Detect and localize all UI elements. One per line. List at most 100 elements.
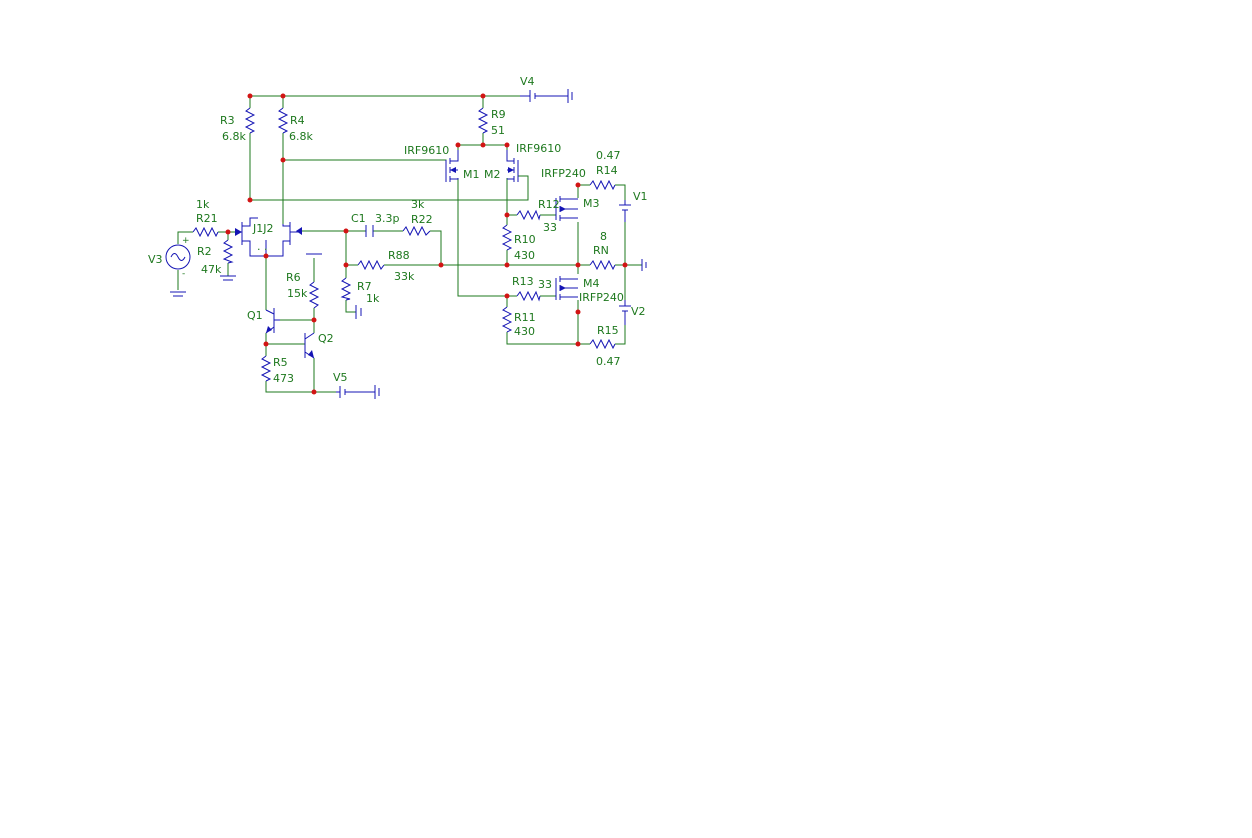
transistor-q1-symbol: [265, 308, 280, 334]
r2-name-label: R2: [197, 245, 212, 258]
c1-value-label: 3.3p: [375, 212, 399, 225]
q1-name-label: Q1: [247, 309, 263, 322]
v3-minus-label: -: [182, 269, 185, 279]
resistor-r15-symbol: [589, 338, 616, 350]
resistor-r21-symbol: [192, 226, 219, 238]
jfet-j1j2-symbol: [241, 217, 291, 257]
r88-name-label: R88: [388, 249, 410, 262]
junction: [343, 262, 349, 268]
r15-value-label: 0.47: [596, 355, 621, 368]
r9-value-label: 51: [491, 124, 505, 137]
transistor-q1-arrow: [266, 326, 272, 333]
junction: [311, 317, 317, 323]
junction: [480, 142, 486, 148]
r12-value-label: 33: [543, 221, 557, 234]
transistor-q2-arrow: [308, 350, 314, 358]
m2-name-label: M2: [484, 168, 501, 181]
junction: [575, 262, 581, 268]
battery-v2-symbol: [619, 300, 631, 325]
r4-name-label: R4: [290, 114, 305, 127]
v1-name-label: V1: [633, 190, 648, 203]
battery-v4-symbol: [520, 89, 573, 103]
mosfet-m4-symbol: [555, 276, 578, 300]
resistor-rn-symbol: [589, 259, 616, 271]
r3-value-label: 6.8k: [222, 130, 246, 143]
mosfet-m1-arrow: [450, 167, 456, 173]
junction: [575, 341, 581, 347]
r13-name-label: R13: [512, 275, 534, 288]
labels: R3 6.8k R4 6.8k V4 R9 51 IRF9610 M1 IRF9…: [148, 75, 648, 385]
junction: [280, 93, 286, 99]
junction: [504, 262, 510, 268]
r14-name-label: R14: [596, 164, 618, 177]
junction: [438, 262, 444, 268]
junction: [504, 293, 510, 299]
resistor-r12-symbol: [516, 209, 541, 221]
j1j2-name-label: J1J2: [252, 222, 274, 235]
r88-value-label: 33k: [394, 270, 415, 283]
junction: [225, 229, 231, 235]
r10-value-label: 430: [514, 249, 535, 262]
c1-name-label: C1: [351, 212, 366, 225]
q2-name-label: Q2: [318, 332, 334, 345]
junction: [504, 142, 510, 148]
resistor-r4-symbol: [277, 107, 289, 134]
junction: [455, 142, 461, 148]
component-symbols: [165, 89, 647, 399]
battery-v1-symbol: [619, 200, 631, 222]
junction: [280, 157, 286, 163]
resistor-r13-symbol: [516, 290, 541, 302]
battery-v5-symbol: [336, 385, 380, 399]
r11-value-label: 430: [514, 325, 535, 338]
junction: [247, 197, 253, 203]
r7-value-label: 1k: [366, 292, 380, 305]
junction: [311, 389, 317, 395]
junction: [263, 341, 269, 347]
ground-r7: [355, 305, 362, 319]
junction: [622, 262, 628, 268]
resistor-r88-symbol: [357, 259, 385, 271]
ground-r2: [220, 275, 236, 281]
r21-name-label: R21: [196, 212, 218, 225]
wires: [177, 95, 642, 393]
jfet-j2-gate-arrow: [296, 227, 302, 235]
r15-name-label: R15: [597, 324, 619, 337]
resistor-r11-symbol: [501, 306, 513, 333]
j1j2-dots-label: . .: [257, 240, 268, 253]
mosfet-m2-arrow: [508, 167, 514, 173]
r6-value-label: 15k: [287, 287, 308, 300]
r11-name-label: R11: [514, 311, 536, 324]
v2-name-label: V2: [631, 305, 646, 318]
v3-plus-label: +: [182, 236, 190, 246]
wire-q1-emitter: [265, 333, 305, 345]
capacitor-c1-symbol: [365, 225, 374, 237]
r5-value-label: 473: [273, 372, 294, 385]
v3-name-label: V3: [148, 253, 163, 266]
r4-value-label: 6.8k: [289, 130, 313, 143]
m1-model-label: IRF9610: [404, 144, 449, 157]
m3-model-label: IRFP240: [541, 167, 586, 180]
wire-m1-drain: [457, 178, 507, 297]
wire-c1-r22: [346, 230, 442, 265]
resistor-r6-symbol: [308, 281, 320, 309]
r6-name-label: R6: [286, 271, 301, 284]
r9-name-label: R9: [491, 108, 506, 121]
r12-name-label: R12: [538, 198, 560, 211]
r10-name-label: R10: [514, 233, 536, 246]
r5-name-label: R5: [273, 356, 288, 369]
junction: [263, 253, 269, 259]
ground-v3: [170, 291, 186, 297]
r14-value-label: 0.47: [596, 149, 621, 162]
junction: [504, 212, 510, 218]
m3-name-label: M3: [583, 197, 600, 210]
junction: [480, 93, 486, 99]
junction: [575, 182, 581, 188]
junction: [343, 228, 349, 234]
source-v3-symbol: [165, 244, 191, 270]
r22-name-label: R22: [411, 213, 433, 226]
wire-r3-to-m2-gate: [250, 175, 529, 201]
mosfet-m4-arrow: [560, 285, 566, 291]
resistor-r9-symbol: [477, 107, 489, 134]
